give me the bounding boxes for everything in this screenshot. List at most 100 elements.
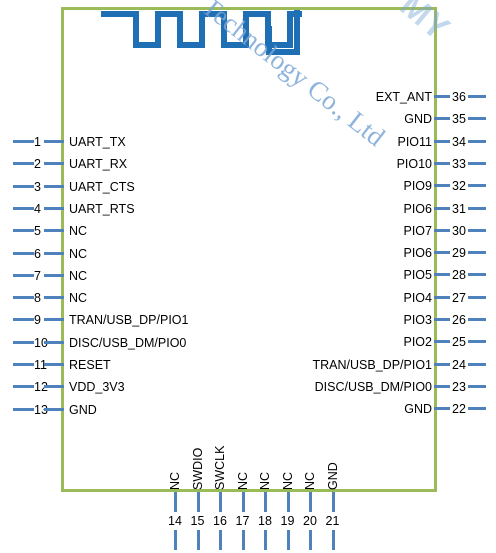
pin-line (468, 318, 486, 321)
pin-number: 3 (34, 179, 41, 194)
pin-label: PIO10 (396, 156, 432, 171)
pin-number: 26 (452, 313, 466, 327)
pin-line (468, 139, 486, 143)
pin-line (13, 318, 34, 322)
pin-number: 13 (34, 402, 48, 417)
pin-30: PIO7 30 (0, 223, 496, 239)
pin-line (434, 318, 450, 321)
pin-label: PIO5 (403, 268, 433, 283)
pin-line (44, 340, 64, 344)
pin-28: PIO5 28 (0, 267, 496, 283)
pin-number: 24 (452, 357, 466, 372)
pin-number: 34 (452, 134, 466, 149)
pin-number: 21 (325, 514, 340, 528)
pin-number: 33 (452, 156, 466, 171)
pin-number: 36 (452, 90, 466, 104)
pin-36: EXT_ANT 36 (0, 89, 496, 105)
pin-label: PIO11 (397, 134, 432, 149)
pin-label: GND (404, 402, 432, 417)
pin-line (13, 340, 34, 344)
pin-line (468, 161, 486, 165)
pin-label: DISC/USB_DM/PIO0 (69, 335, 187, 350)
pin-label: NC (69, 246, 88, 261)
pin-line (13, 229, 34, 233)
pin-line (331, 492, 335, 512)
pin-label: PIO6 (403, 201, 433, 216)
pin-label: NC (303, 471, 317, 490)
pin-line (13, 251, 34, 255)
pin-line (434, 295, 450, 299)
pin-line (219, 492, 222, 512)
pin-line (468, 117, 486, 121)
pin-number: 12 (34, 380, 48, 395)
pin-line (13, 363, 34, 366)
pin-label: NC (168, 471, 182, 490)
pin-number: 18 (258, 514, 272, 528)
pin-line (13, 385, 34, 389)
pin-line (468, 95, 486, 98)
pin-number: 28 (452, 268, 466, 283)
pin-line (468, 407, 486, 411)
pin-line (44, 140, 64, 143)
pin-number: 27 (452, 290, 466, 305)
pin-label: PIO9 (403, 179, 433, 194)
pin-label: UART_RX (69, 157, 128, 172)
pin-line (434, 384, 450, 388)
pin-line (434, 273, 450, 277)
pin-line (13, 296, 34, 300)
pin-33: PIO10 33 (0, 156, 496, 172)
pin-line (468, 295, 486, 299)
pin-line (44, 273, 64, 277)
pin-line (13, 184, 34, 188)
pin-line (44, 184, 64, 188)
pin-label: PIO4 (403, 290, 433, 305)
pin-label: VDD_3V3 (69, 380, 125, 395)
pin-line (468, 362, 486, 366)
pin-number: 23 (452, 379, 466, 394)
pin-line (468, 228, 486, 232)
pin-line (44, 385, 64, 389)
pin-number: 10 (34, 335, 48, 350)
pin-label: UART_TX (69, 135, 126, 149)
pin-number: 8 (34, 291, 41, 306)
pin-line (468, 340, 486, 344)
pin-line (44, 162, 64, 166)
pin-line (309, 530, 312, 550)
pin-12: 12 VDD_3V3 (0, 379, 260, 395)
pin-label: NC (280, 471, 295, 490)
pin-line (286, 530, 290, 550)
pin-label: SWCLK (213, 445, 227, 490)
pin-label: TRAN/USB_DP/PIO1 (312, 357, 432, 372)
pin-line (241, 530, 245, 550)
pin-line (196, 492, 200, 512)
pin-number: 20 (303, 514, 317, 528)
pin-10: 10 DISC/USB_DM/PIO0 (0, 335, 260, 351)
pin-number: 9 (34, 313, 41, 328)
pin-line (174, 530, 177, 550)
pin-line (434, 161, 450, 165)
pin-line (13, 162, 34, 166)
pin-line (13, 407, 34, 411)
pin-number: 4 (34, 201, 41, 216)
pin-line (434, 407, 450, 411)
pin-label: NC (258, 471, 272, 490)
pin-label: NC (69, 224, 88, 239)
pin-line (468, 384, 486, 388)
pin-line (196, 530, 200, 550)
pin-label: EXT_ANT (375, 90, 432, 104)
pin-number: 30 (452, 223, 466, 238)
pin-label: PIO7 (403, 223, 433, 238)
pin-label: NC (235, 471, 250, 490)
pin-line (13, 140, 34, 143)
pin-line (44, 229, 64, 233)
